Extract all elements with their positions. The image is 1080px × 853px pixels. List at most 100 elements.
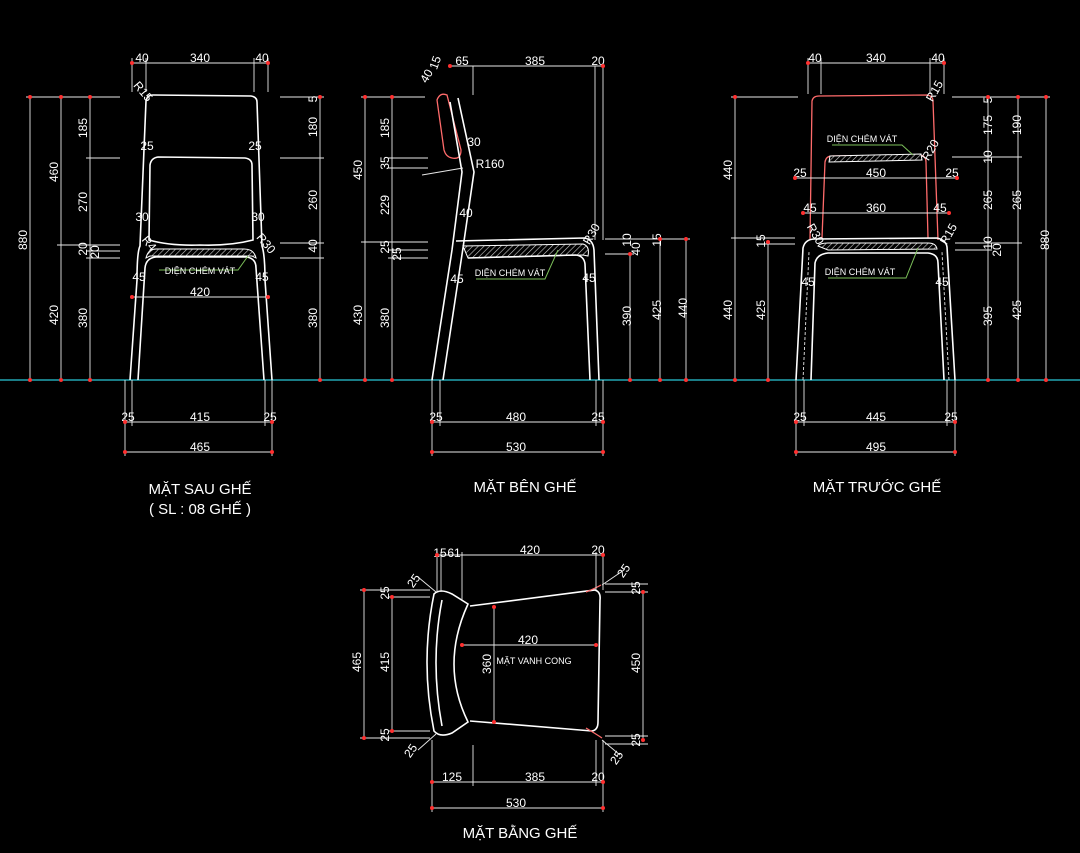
dim-label: 385 bbox=[525, 770, 545, 784]
dim-label: 360 bbox=[480, 654, 494, 674]
dim-label: 40 bbox=[255, 51, 269, 65]
dimension-tick-mark bbox=[601, 420, 605, 424]
curved-surface-label: MẶT VANH CONG bbox=[496, 656, 571, 666]
dim-label: 450 bbox=[866, 166, 886, 180]
dimension-tick-mark bbox=[130, 295, 134, 299]
dim-label: R30 bbox=[254, 230, 279, 256]
dimension-tick-mark bbox=[362, 736, 366, 740]
back-view: 40 340 40 880 460 420 185 270 20 20 380 … bbox=[16, 51, 324, 518]
dimension-tick-mark bbox=[1044, 95, 1048, 99]
dim-label: 25 bbox=[591, 410, 605, 424]
dimension-tick-mark bbox=[430, 780, 434, 784]
dim-label: 530 bbox=[506, 796, 526, 810]
dimension-tick-mark bbox=[628, 252, 632, 256]
back-view-inner-legs bbox=[137, 256, 265, 381]
dim-label: R15 bbox=[923, 78, 946, 104]
back-view-title: MẶT SAU GHẾ bbox=[148, 481, 251, 498]
dim-label: 40 bbox=[808, 51, 822, 65]
dim-label: 360 bbox=[866, 201, 886, 215]
dim-label: 480 bbox=[506, 410, 526, 424]
dimension-tick-mark bbox=[601, 64, 605, 68]
side-view-seat-hatch bbox=[462, 243, 589, 259]
dim-label: 415 bbox=[378, 652, 392, 672]
plan-view-seat bbox=[469, 589, 601, 732]
front-view-seat bbox=[795, 237, 956, 381]
dim-label: 450 bbox=[629, 653, 643, 673]
chamfer-label: DIỆN CHÉM VÁT bbox=[165, 266, 236, 276]
dim-label: 420 bbox=[47, 305, 61, 325]
dim-label: 20 bbox=[76, 242, 90, 256]
dim-label: 25 bbox=[378, 240, 392, 254]
dim-label: 440 bbox=[721, 160, 735, 180]
dim-label: 265 bbox=[1010, 190, 1024, 210]
dim-label: 25 bbox=[378, 728, 392, 742]
dimension-tick-mark bbox=[270, 420, 274, 424]
dimension-tick-mark bbox=[266, 61, 270, 65]
back-view-leader bbox=[159, 255, 249, 271]
dimension-tick-mark bbox=[947, 211, 951, 215]
dimension-tick-mark bbox=[733, 378, 737, 382]
dim-label: 25 bbox=[390, 247, 404, 261]
dimension-tick-mark bbox=[130, 61, 134, 65]
plan-view-backrest-arc bbox=[426, 590, 470, 736]
dim-label: 180 bbox=[306, 117, 320, 137]
dimension-tick-mark bbox=[460, 643, 464, 647]
front-view-hidden-line bbox=[941, 251, 950, 381]
dim-label: 15 bbox=[650, 233, 664, 247]
dimension-tick-mark bbox=[641, 590, 645, 594]
dim-label: 25 bbox=[404, 571, 423, 590]
dimension-tick-mark bbox=[641, 738, 645, 742]
back-view-quantity-note: ( SL : 08 GHẾ ) bbox=[149, 501, 251, 518]
dim-label: 65 bbox=[455, 54, 469, 68]
dim-label: 45 bbox=[582, 271, 596, 285]
front-view-backrest-hatch bbox=[828, 153, 923, 163]
dimension-tick-mark bbox=[953, 420, 957, 424]
dim-label: 340 bbox=[866, 51, 886, 65]
back-view-backrest-opening bbox=[148, 156, 254, 246]
dimension-tick-mark bbox=[794, 420, 798, 424]
dim-label: 465 bbox=[190, 440, 210, 454]
dim-label: 880 bbox=[1038, 230, 1052, 250]
dim-label: 40 bbox=[417, 66, 436, 85]
dim-label: 445 bbox=[866, 410, 886, 424]
dimension-tick-mark bbox=[28, 95, 32, 99]
dim-label: 420 bbox=[190, 285, 210, 299]
dim-label: 25 bbox=[140, 139, 154, 153]
dimension-tick-mark bbox=[628, 378, 632, 382]
dim-label: R20 bbox=[919, 137, 942, 163]
side-view-radius-leader bbox=[421, 167, 464, 176]
dim-label: 25 bbox=[263, 410, 277, 424]
plan-view: 15 61 420 20 25 25 465 415 25 25 420 360… bbox=[350, 543, 648, 842]
dimension-tick-mark bbox=[88, 378, 92, 382]
front-view-seat-hatch bbox=[817, 242, 938, 251]
dim-label: 425 bbox=[754, 300, 768, 320]
dim-label: 40 bbox=[459, 206, 473, 220]
dimension-tick-mark bbox=[362, 588, 366, 592]
dimension-tick-mark bbox=[684, 237, 688, 241]
dimension-tick-mark bbox=[59, 95, 63, 99]
dim-label: 40 bbox=[629, 242, 643, 256]
dim-label: 185 bbox=[76, 118, 90, 138]
dim-label: 20 bbox=[591, 770, 605, 784]
dim-label: 40 bbox=[306, 239, 320, 253]
dim-label: 880 bbox=[16, 230, 30, 250]
dim-label: 125 bbox=[442, 770, 462, 784]
dim-label: 425 bbox=[1010, 300, 1024, 320]
dimension-tick-mark bbox=[318, 95, 322, 99]
front-view-dimension-lines bbox=[731, 58, 1050, 456]
dim-label: 175 bbox=[981, 115, 995, 135]
dimension-tick-mark bbox=[601, 450, 605, 454]
dimension-tick-mark bbox=[430, 450, 434, 454]
dim-label: 20 bbox=[591, 543, 605, 557]
dim-label: 460 bbox=[47, 162, 61, 182]
dimension-tick-mark bbox=[801, 211, 805, 215]
dim-label: 20 bbox=[88, 245, 102, 259]
plan-view-dimension-lines bbox=[360, 552, 648, 812]
dim-label: 430 bbox=[351, 305, 365, 325]
dimension-tick-mark bbox=[1016, 95, 1020, 99]
dim-label: 260 bbox=[306, 190, 320, 210]
dim-label: 45 bbox=[803, 201, 817, 215]
dim-label: 20 bbox=[990, 243, 1004, 257]
dim-label: 270 bbox=[76, 192, 90, 212]
dimension-tick-mark bbox=[430, 420, 434, 424]
